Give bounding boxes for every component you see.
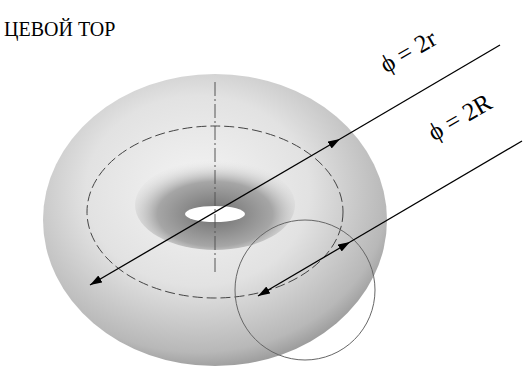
dimension-label: ϕ = 2R	[423, 88, 497, 147]
title: ЦЕВОЙ ТОР	[4, 18, 115, 41]
dimension-label: ϕ = 2r	[375, 24, 441, 79]
